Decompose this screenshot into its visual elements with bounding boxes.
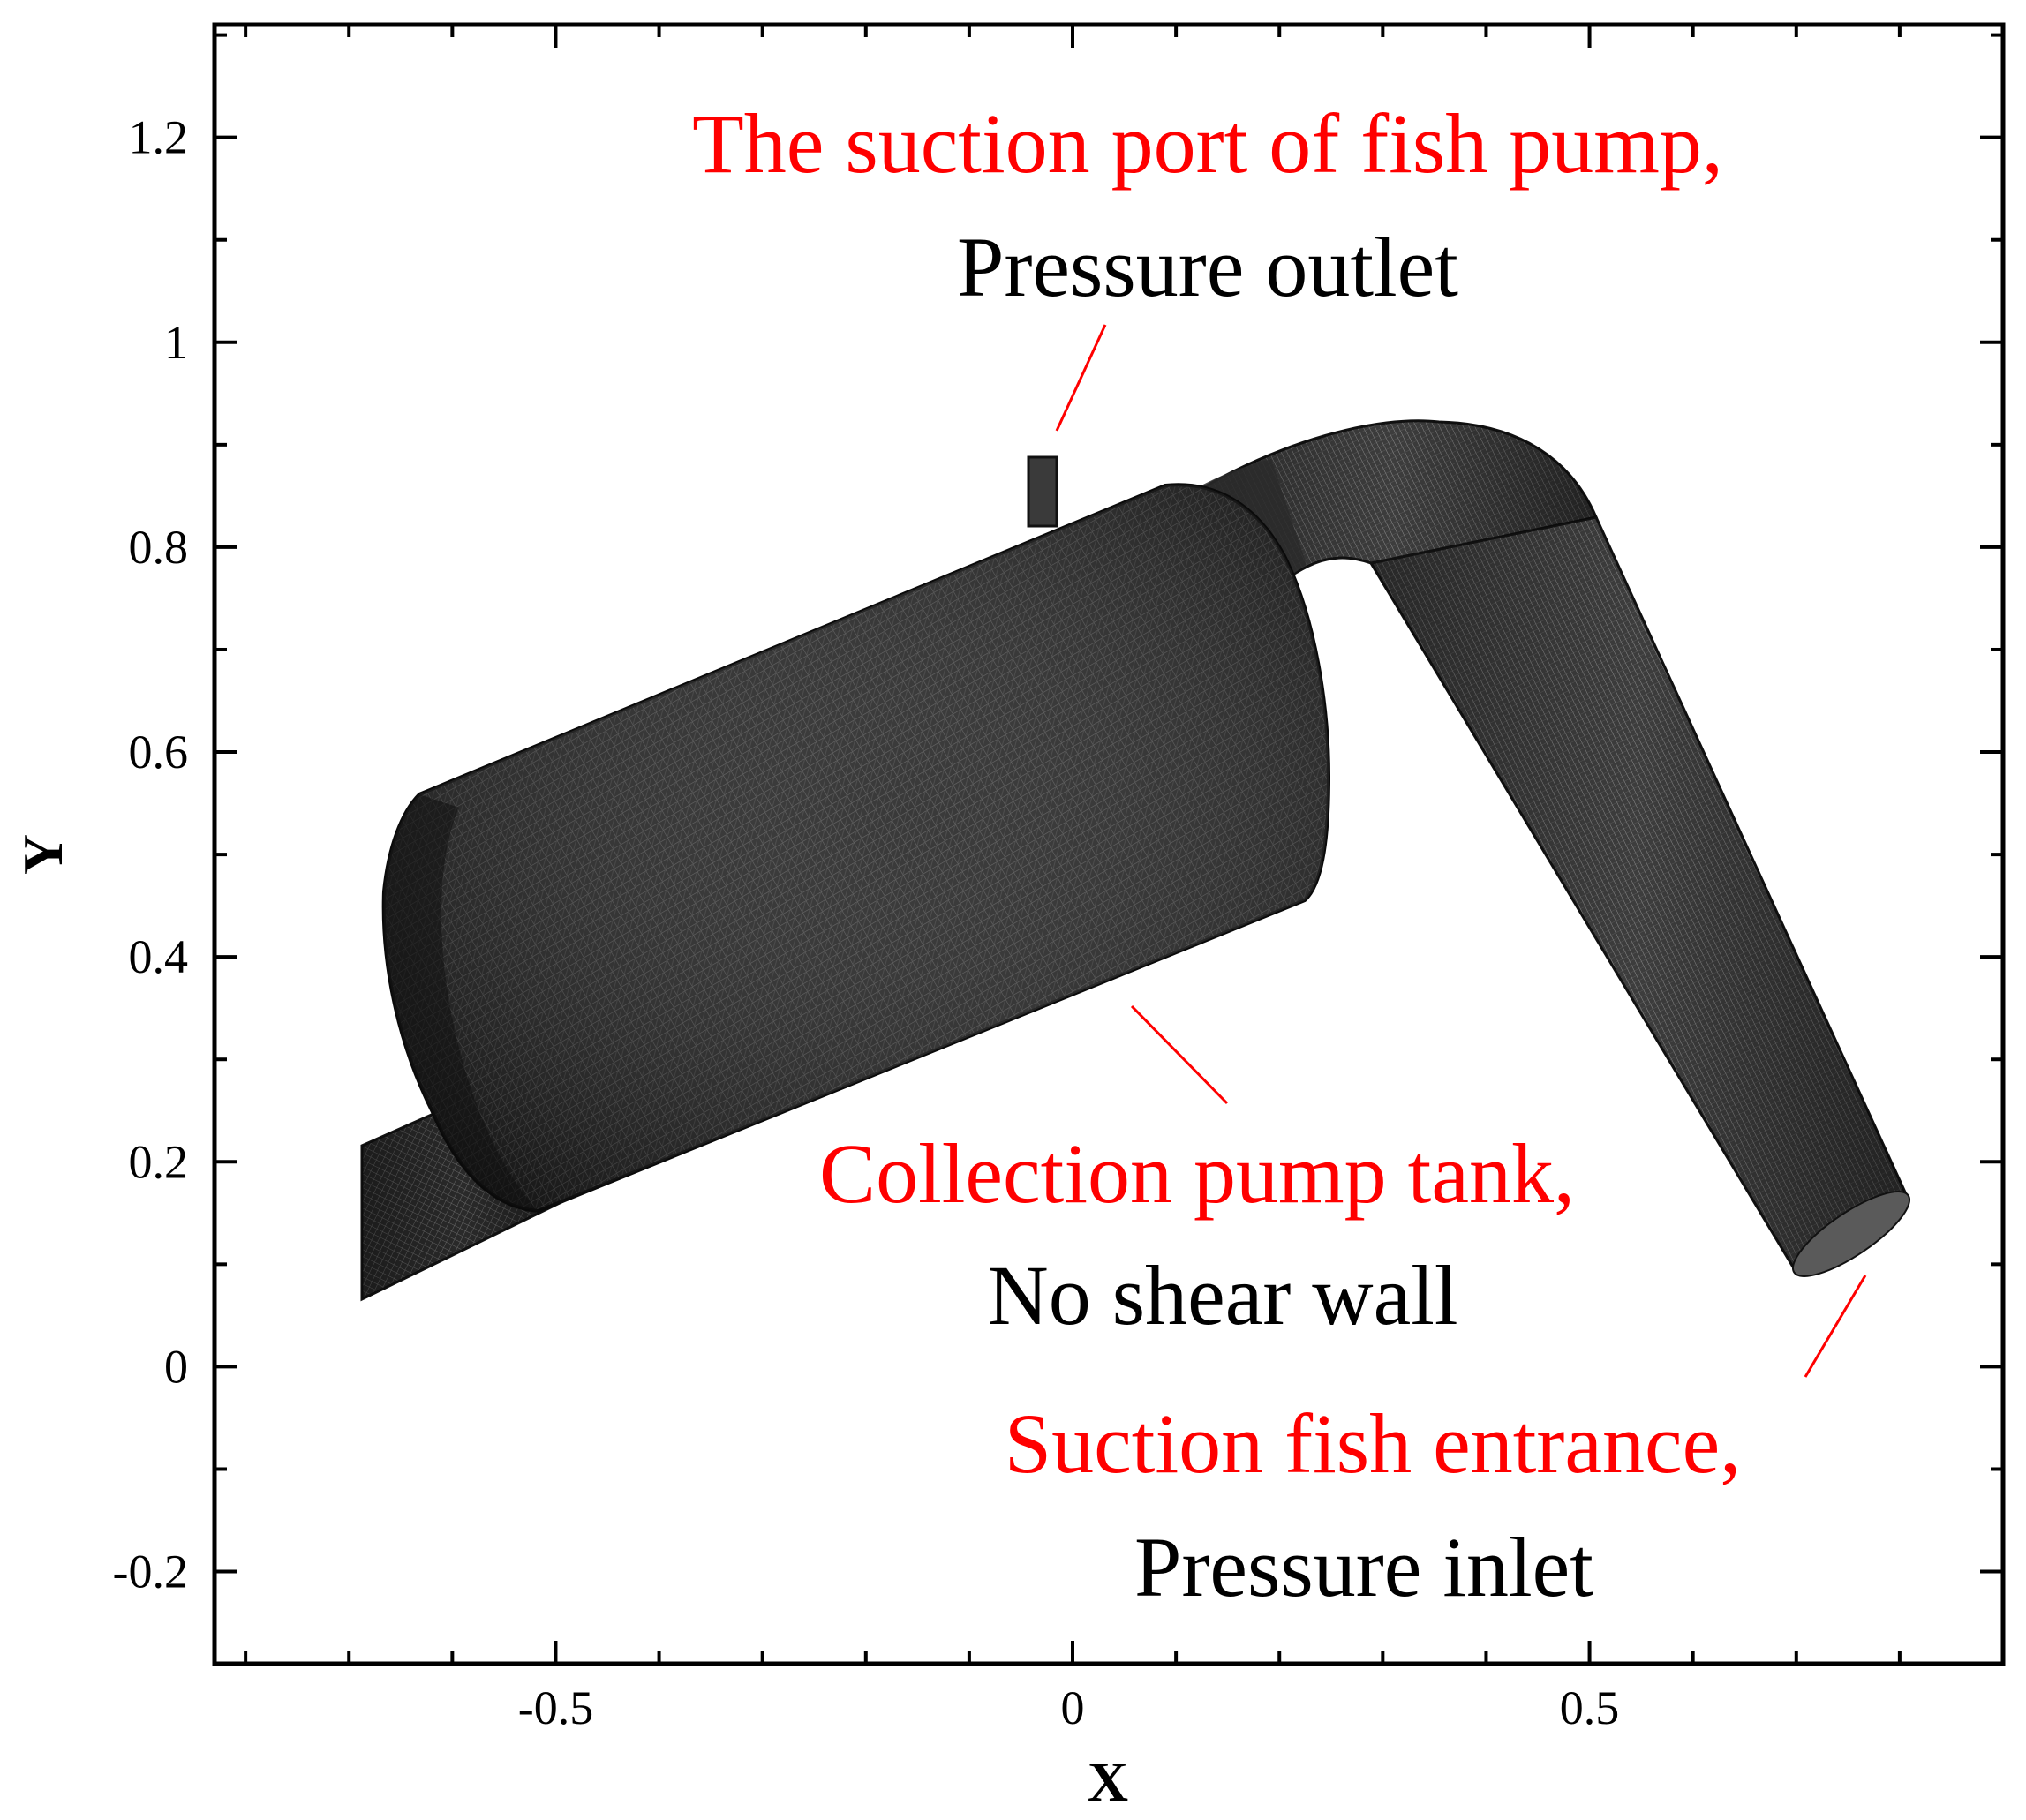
tank-title: Collection pump tank, <box>819 1126 1575 1221</box>
y-tick-label: 0.2 <box>129 1135 189 1188</box>
suction-port-condition: Pressure outlet <box>957 220 1458 314</box>
y-axis-tick-labels: -0.2 0 0.2 0.4 0.6 0.8 1 1.2 <box>113 111 188 1598</box>
x-tick-label: -0.5 <box>518 1681 593 1734</box>
y-tick-label: 0.6 <box>129 726 189 778</box>
y-tick-label: 1.2 <box>129 111 189 164</box>
collection-tank-mesh <box>381 483 1331 1214</box>
suction-port-mesh <box>1027 455 1058 528</box>
entrance-condition: Pressure inlet <box>1134 1520 1593 1614</box>
y-axis-ticks <box>215 33 2003 1574</box>
suction-port-leader <box>1055 324 1107 432</box>
mesh-geometry <box>360 419 1911 1302</box>
tank-leader <box>1130 1004 1229 1105</box>
entrance-leader <box>1804 1275 1867 1378</box>
leader-lines <box>1055 324 1867 1378</box>
y-tick-label: 0.4 <box>129 930 189 983</box>
y-axis-title: Y <box>11 834 74 875</box>
x-tick-label: 0 <box>1061 1681 1085 1734</box>
plot-axes: -0.5 0 0.5 -0.2 0 0.2 0.4 0.6 0.8 1 1.2 X Y <box>11 22 2006 1813</box>
suction-port-title: The suction port of fish pump, <box>692 96 1723 191</box>
y-tick-label: 0.8 <box>129 521 189 574</box>
plot-frame <box>212 22 2006 1666</box>
y-tick-label: 1 <box>164 316 188 369</box>
x-axis-ticks <box>244 25 2005 1664</box>
x-axis-tick-labels: -0.5 0 0.5 <box>518 1681 1620 1734</box>
y-tick-label: -0.2 <box>113 1545 188 1598</box>
suction-pipe-mesh <box>1183 419 1911 1277</box>
entrance-title: Suction fish entrance, <box>1005 1396 1741 1491</box>
tank-condition: No shear wall <box>987 1248 1457 1342</box>
x-tick-label: 0.5 <box>1560 1681 1620 1734</box>
x-axis-title: X <box>1088 1750 1128 1813</box>
annotations: The suction port of fish pump, Pressure … <box>692 96 1741 1614</box>
y-tick-label: 0 <box>164 1340 188 1393</box>
